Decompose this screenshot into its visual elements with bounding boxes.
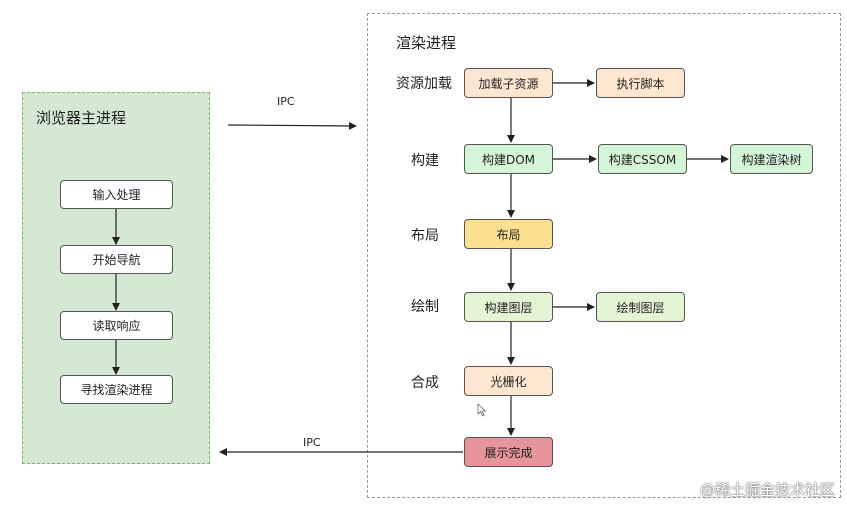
browser-process-title: 浏览器主进程 [36,109,127,127]
watermark: @稀土掘金技术社区 [699,481,835,499]
node-display-complete: 展示完成 [464,437,553,467]
node-load-subresources: 加载子资源 [464,68,553,98]
node-input-handling: 输入处理 [60,180,173,209]
stage-label-layout: 布局 [411,228,439,244]
stage-label-paint: 绘制 [411,299,439,315]
render-process-title: 渲染进程 [396,34,457,52]
node-read-response: 读取响应 [60,311,173,340]
mouse-cursor-icon [477,403,487,417]
browser-process-panel: 浏览器主进程 [22,92,210,464]
arrow-ipc-to-render [227,121,357,130]
node-start-navigation: 开始导航 [60,245,173,274]
node-rasterize: 光栅化 [464,366,553,396]
node-paint-layers: 绘制图层 [596,292,685,322]
stage-label-build: 构建 [411,153,439,169]
node-find-render-process: 寻找渲染进程 [60,375,173,404]
stage-label-load: 资源加载 [396,76,452,92]
node-build-render-tree: 构建渲染树 [730,144,813,174]
node-execute-script: 执行脚本 [596,68,685,98]
node-build-layers: 构建图层 [464,292,553,322]
ipc-label-to-browser: IPC [303,436,321,449]
node-build-dom: 构建DOM [464,144,553,174]
node-layout: 布局 [464,219,553,249]
ipc-label-to-render: IPC [277,95,295,108]
stage-label-composite: 合成 [411,375,439,391]
node-build-cssom: 构建CSSOM [598,144,687,174]
